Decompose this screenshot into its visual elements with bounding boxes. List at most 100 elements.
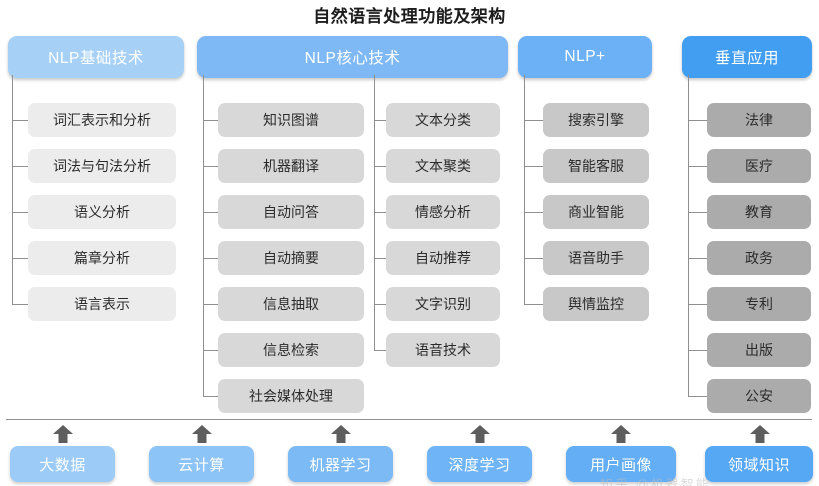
connector-stub — [12, 304, 28, 305]
foundation-label: 领域知识 — [727, 456, 790, 474]
watermark: 知乎 @机器智能 — [600, 477, 711, 486]
connector-stub — [374, 350, 386, 351]
up-arrow-icon — [749, 424, 771, 444]
item-box[interactable]: 搜索引擎 — [543, 103, 649, 137]
connector-stub — [524, 166, 543, 167]
item-label: 自动摘要 — [263, 250, 319, 266]
item-label: 信息抽取 — [263, 296, 319, 312]
foundation-label: 深度学习 — [448, 456, 511, 474]
foundation-label: 云计算 — [178, 456, 225, 474]
item-box[interactable]: 舆情监控 — [543, 287, 649, 321]
item-label: 教育 — [745, 204, 773, 220]
item-label: 自动问答 — [263, 204, 319, 220]
up-arrow-icon — [330, 424, 352, 444]
connector-stub — [524, 258, 543, 259]
item-label: 语音助手 — [568, 250, 624, 266]
foundation-label: 用户画像 — [589, 456, 652, 474]
item-box[interactable]: 信息检索 — [218, 333, 364, 367]
connector-stub — [524, 120, 543, 121]
foundation-box[interactable]: 领域知识 — [705, 446, 813, 482]
item-box[interactable]: 专利 — [707, 287, 811, 321]
item-label: 篇章分析 — [74, 250, 130, 266]
item-box[interactable]: 篇章分析 — [28, 241, 176, 275]
connector-stub — [688, 396, 707, 397]
item-label: 自动推荐 — [415, 250, 471, 266]
item-label: 知识图谱 — [263, 112, 319, 128]
item-label: 文本聚类 — [415, 158, 471, 174]
connector-stub — [374, 212, 386, 213]
connector-stub — [688, 212, 707, 213]
item-box[interactable]: 词汇表示和分析 — [28, 103, 176, 137]
item-box[interactable]: 社会媒体处理 — [218, 379, 364, 413]
connector-stub — [688, 166, 707, 167]
connector-stub — [688, 258, 707, 259]
item-box[interactable]: 自动摘要 — [218, 241, 364, 275]
item-label: 智能客服 — [568, 158, 624, 174]
foundation-divider — [6, 419, 812, 420]
up-arrow-icon — [191, 424, 213, 444]
item-box[interactable]: 商业智能 — [543, 195, 649, 229]
foundation-box[interactable]: 深度学习 — [427, 446, 532, 482]
column-header-vertical-app[interactable]: 垂直应用 — [682, 36, 812, 78]
column-header-nlp-core[interactable]: NLP核心技术 — [197, 36, 508, 78]
item-box[interactable]: 法律 — [707, 103, 811, 137]
item-box[interactable]: 语言表示 — [28, 287, 176, 321]
item-box[interactable]: 智能客服 — [543, 149, 649, 183]
foundation-box[interactable]: 云计算 — [149, 446, 254, 482]
item-box[interactable]: 教育 — [707, 195, 811, 229]
item-box[interactable]: 公安 — [707, 379, 811, 413]
item-label: 政务 — [745, 250, 773, 266]
connector-stub — [374, 120, 386, 121]
item-label: 词汇表示和分析 — [53, 112, 151, 128]
column-header-nlp-plus[interactable]: NLP+ — [518, 36, 652, 78]
item-label: 语音技术 — [415, 342, 471, 358]
column-header-nlp-basic[interactable]: NLP基础技术 — [8, 36, 184, 78]
connector-trunk — [524, 75, 525, 304]
item-box[interactable]: 信息抽取 — [218, 287, 364, 321]
foundation-box[interactable]: 用户画像 — [566, 446, 676, 482]
connector-stub — [688, 120, 707, 121]
item-label: 公安 — [745, 388, 773, 404]
item-label: 词法与句法分析 — [53, 158, 151, 174]
up-arrow-icon — [610, 424, 632, 444]
connector-stub — [203, 350, 218, 351]
page-title: 自然语言处理功能及架构 — [313, 7, 506, 26]
connector-stub — [524, 212, 543, 213]
item-box[interactable]: 文本聚类 — [386, 149, 500, 183]
item-label: 出版 — [745, 342, 773, 358]
up-arrow-icon — [469, 424, 491, 444]
item-box[interactable]: 语音助手 — [543, 241, 649, 275]
item-box[interactable]: 机器翻译 — [218, 149, 364, 183]
item-box[interactable]: 语义分析 — [28, 195, 176, 229]
item-box[interactable]: 出版 — [707, 333, 811, 367]
item-label: 语言表示 — [74, 296, 130, 312]
item-label: 法律 — [745, 112, 773, 128]
connector-stub — [374, 258, 386, 259]
foundation-box[interactable]: 机器学习 — [288, 446, 393, 482]
item-box[interactable]: 词法与句法分析 — [28, 149, 176, 183]
item-box[interactable]: 政务 — [707, 241, 811, 275]
item-box[interactable]: 情感分析 — [386, 195, 500, 229]
connector-stub — [203, 304, 218, 305]
item-box[interactable]: 医疗 — [707, 149, 811, 183]
up-arrow-icon — [52, 424, 74, 444]
foundation-box[interactable]: 大数据 — [10, 446, 115, 482]
connector-trunk — [688, 75, 689, 396]
item-box[interactable]: 自动推荐 — [386, 241, 500, 275]
connector-stub — [12, 258, 28, 259]
connector-stub — [203, 120, 218, 121]
connector-stub — [12, 212, 28, 213]
connector-stub — [688, 304, 707, 305]
connector-stub — [203, 396, 218, 397]
item-box[interactable]: 文本分类 — [386, 103, 500, 137]
item-box[interactable]: 语音技术 — [386, 333, 500, 367]
connector-stub — [12, 166, 28, 167]
item-box[interactable]: 自动问答 — [218, 195, 364, 229]
connector-trunk — [203, 75, 204, 396]
item-label: 文字识别 — [415, 296, 471, 312]
item-label: 情感分析 — [415, 204, 471, 220]
item-box[interactable]: 文字识别 — [386, 287, 500, 321]
item-label: 专利 — [745, 296, 773, 312]
item-box[interactable]: 知识图谱 — [218, 103, 364, 137]
